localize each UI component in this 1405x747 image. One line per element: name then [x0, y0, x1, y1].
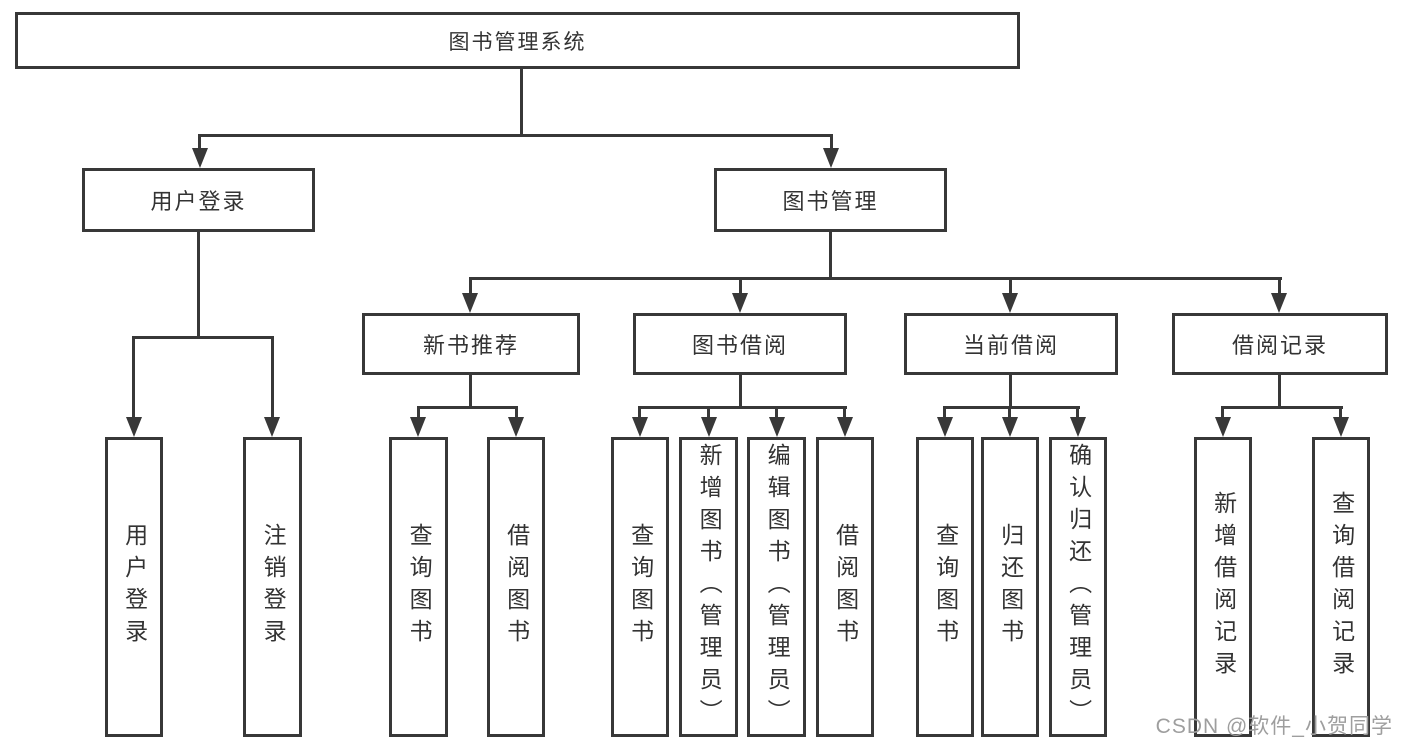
node-confirm-return-admin: 确认归还（管理员） [1049, 437, 1107, 737]
watermark: CSDN @软件_小贺同学 [1155, 715, 1393, 738]
node-borrow-books-borrowing: 借阅图书 [816, 437, 874, 737]
node-add-book-admin: 新增图书（管理员） [679, 437, 738, 737]
connector-line [133, 336, 274, 339]
node-root: 图书管理系统 [15, 12, 1020, 69]
connector-arrow-icon [823, 148, 839, 168]
connector-arrow-icon [732, 293, 748, 313]
connector-line [638, 406, 641, 417]
connector-line [1278, 277, 1281, 293]
connector-line [1008, 406, 1011, 417]
connector-line [520, 69, 523, 134]
connector-line [417, 406, 420, 417]
connector-line [843, 406, 846, 417]
connector-arrow-icon [192, 148, 208, 168]
node-user-login: 用户登录 [82, 168, 315, 232]
connector-arrow-icon [769, 417, 785, 437]
connector-line [417, 406, 518, 409]
connector-arrow-icon [937, 417, 953, 437]
connector-arrow-icon [1215, 417, 1231, 437]
connector-arrow-icon [462, 293, 478, 313]
connector-line [198, 134, 201, 150]
connector-line [1339, 406, 1342, 417]
node-book-management: 图书管理 [714, 168, 947, 232]
node-current-borrowing: 当前借阅 [904, 313, 1118, 375]
node-borrow-books-recommend: 借阅图书 [487, 437, 545, 737]
node-new-book-recommend: 新书推荐 [362, 313, 580, 375]
connector-arrow-icon [1070, 417, 1086, 437]
connector-line [707, 406, 710, 417]
connector-line [775, 406, 778, 417]
node-query-books-borrowing: 查询图书 [611, 437, 669, 737]
connector-line [829, 232, 832, 277]
connector-arrow-icon [701, 417, 717, 437]
connector-line [739, 277, 742, 293]
node-query-borrow-record: 查询借阅记录 [1312, 437, 1370, 737]
node-leaf-logout: 注销登录 [243, 437, 302, 737]
connector-line [515, 406, 518, 417]
connector-arrow-icon [632, 417, 648, 437]
node-return-books: 归还图书 [981, 437, 1039, 737]
connector-arrow-icon [1002, 417, 1018, 437]
node-borrowing-records: 借阅记录 [1172, 313, 1388, 375]
connector-line [943, 406, 1080, 409]
connector-arrow-icon [264, 417, 280, 437]
connector-line [830, 134, 833, 150]
connector-arrow-icon [410, 417, 426, 437]
connector-line [1221, 406, 1343, 409]
connector-line [469, 277, 1282, 280]
connector-line [1278, 375, 1281, 406]
connector-arrow-icon [837, 417, 853, 437]
connector-arrow-icon [1002, 293, 1018, 313]
connector-line [198, 134, 833, 137]
node-book-borrowing: 图书借阅 [633, 313, 847, 375]
connector-arrow-icon [508, 417, 524, 437]
connector-arrow-icon [1271, 293, 1287, 313]
connector-line [469, 277, 472, 293]
node-add-borrow-record: 新增借阅记录 [1194, 437, 1252, 737]
connector-line [638, 406, 847, 409]
node-leaf-user-login: 用户登录 [105, 437, 163, 737]
connector-line [469, 375, 472, 406]
connector-line [132, 336, 135, 417]
connector-line [1009, 277, 1012, 293]
node-query-books-current: 查询图书 [916, 437, 974, 737]
connector-line [1009, 375, 1012, 406]
connector-line [271, 336, 274, 417]
connector-line [1221, 406, 1224, 417]
node-query-books-recommend: 查询图书 [389, 437, 448, 737]
connector-line [739, 375, 742, 406]
connector-arrow-icon [126, 417, 142, 437]
connector-arrow-icon [1333, 417, 1349, 437]
connector-line [1076, 406, 1079, 417]
node-edit-book-admin: 编辑图书（管理员） [747, 437, 806, 737]
connector-line [943, 406, 946, 417]
connector-line [197, 232, 200, 336]
